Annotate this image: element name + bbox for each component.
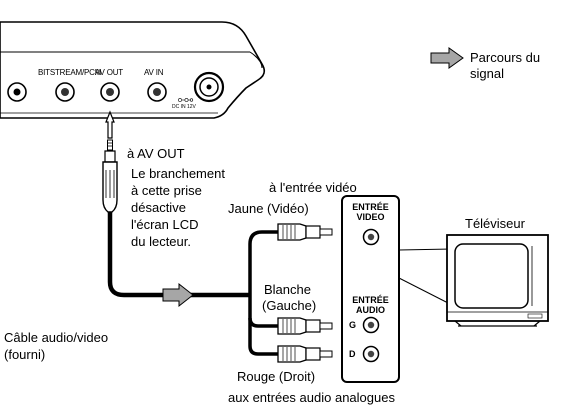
panel-audio-label-line1: ENTRÉE bbox=[352, 295, 389, 305]
yellow-plug-label: Jaune (Vidéo) bbox=[228, 201, 309, 216]
white-plug-label-line1: Blanche bbox=[264, 282, 311, 297]
tv-input-panel bbox=[341, 195, 400, 383]
signal-arrow-cable-icon bbox=[162, 282, 194, 308]
white-plug-label-line2: (Gauche) bbox=[262, 298, 317, 313]
video-input-label: à l'entrée vidéo bbox=[269, 180, 357, 195]
note-line3: désactive bbox=[131, 200, 186, 215]
cable-label-line1: Câble audio/video bbox=[4, 330, 109, 345]
jack-av-in bbox=[147, 82, 167, 102]
plug-target-label: à AV OUT bbox=[127, 146, 185, 161]
legend-label-line2: signal bbox=[470, 66, 504, 81]
mini-plug bbox=[102, 139, 118, 213]
callout-wedge bbox=[398, 248, 453, 306]
arrow-up-icon bbox=[105, 110, 115, 139]
av-cable bbox=[107, 212, 250, 298]
cable-label-line2: (fourni) bbox=[4, 347, 46, 362]
rca-plug-yellow bbox=[277, 223, 333, 241]
rca-plug-white bbox=[277, 317, 333, 335]
port-label-bitstream: BITSTREAM/PCM bbox=[38, 68, 102, 77]
jack-partial bbox=[7, 82, 27, 102]
tv-label: Téléviseur bbox=[465, 216, 525, 231]
signal-arrow-legend-icon bbox=[430, 47, 464, 69]
jack-dc-in bbox=[193, 71, 225, 103]
panel-video-label-line2: VIDEO bbox=[356, 212, 385, 222]
port-label-av-out: AV OUT bbox=[95, 68, 123, 77]
note-line4: l'écran LCD bbox=[131, 217, 199, 232]
note-line1: Le branchement bbox=[131, 166, 225, 181]
tv-jack-video bbox=[362, 228, 380, 246]
jack-av-out bbox=[100, 82, 120, 102]
panel-left-jack-label: G bbox=[349, 320, 357, 330]
panel-audio-label-line2: AUDIO bbox=[356, 305, 385, 315]
red-plug-label: Rouge (Droit) bbox=[237, 369, 316, 384]
port-label-av-in: AV IN bbox=[144, 68, 164, 77]
cable-branch-right bbox=[248, 318, 278, 356]
jack-bitstream bbox=[55, 82, 75, 102]
panel-right-jack-label: D bbox=[349, 349, 356, 359]
tv-icon bbox=[446, 234, 549, 327]
note-line5: du lecteur. bbox=[131, 234, 191, 249]
panel-video-label-line1: ENTRÉE bbox=[352, 202, 389, 212]
port-label-dc-in: DC IN 12V bbox=[172, 104, 196, 110]
tv-jack-right bbox=[362, 345, 380, 363]
tv-jack-left bbox=[362, 316, 380, 334]
legend-label: Parcours du bbox=[470, 50, 541, 65]
note-line2: à cette prise bbox=[131, 183, 202, 198]
audio-inputs-label: aux entrées audio analogues bbox=[228, 390, 395, 405]
rca-plug-red bbox=[277, 345, 333, 363]
cable-branch-video bbox=[248, 230, 278, 295]
dc-polarity-icon bbox=[178, 98, 194, 102]
